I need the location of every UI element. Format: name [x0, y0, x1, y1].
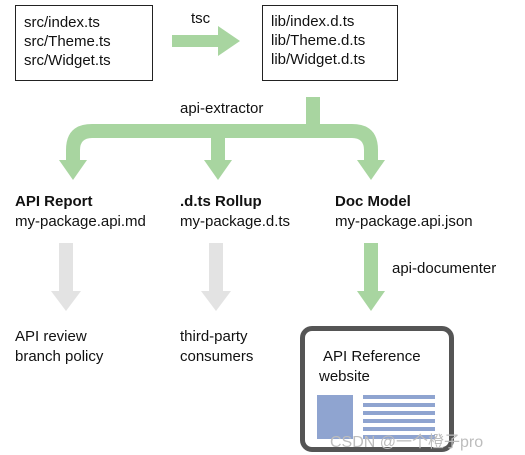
csdn-watermark: CSDN @一个橙子pro: [330, 434, 484, 451]
source-file: src/Widget.ts: [24, 52, 111, 69]
artifact-title: .d.ts Rollup: [180, 193, 262, 210]
consumer-line: branch policy: [15, 348, 104, 365]
consumer-line: consumers: [180, 348, 254, 365]
dts-rollup-grey-head: [201, 291, 231, 311]
source-file: src/index.ts: [24, 14, 100, 31]
api-documenter-head: [357, 291, 385, 311]
source-files-box: src/index.ts src/Theme.ts src/Widget.ts: [15, 5, 153, 81]
artifact-doc-model: Doc Model my-package.api.json: [335, 192, 473, 232]
doc-text-line: [363, 395, 435, 399]
output-file: lib/index.d.ts: [271, 13, 355, 30]
artifact-file: my-package.api.json: [335, 213, 473, 230]
consumer-third-party: third-party consumers: [180, 327, 253, 367]
source-file: src/Theme.ts: [24, 33, 111, 50]
arrowhead-dts-rollup: [204, 160, 232, 180]
arrowhead-api-report: [59, 160, 87, 180]
doc-sidebar-block: [317, 395, 353, 439]
artifact-dts-rollup: .d.ts Rollup my-package.d.ts: [180, 192, 290, 232]
dts-rollup-grey-stem: [209, 243, 223, 291]
api-extractor-branch-bar: [66, 124, 378, 160]
api-reference-website: API Reference website: [300, 326, 454, 452]
tsc-label: tsc: [191, 10, 211, 27]
artifact-file: my-package.api.md: [15, 213, 146, 230]
doc-text-line: [363, 435, 435, 439]
website-title: API Reference: [323, 348, 421, 365]
output-file: lib/Widget.d.ts: [271, 51, 366, 68]
artifact-title: Doc Model: [335, 193, 411, 210]
doc-text-line: [363, 419, 435, 423]
doc-text-line: [363, 403, 435, 407]
website-subtitle: website: [319, 368, 370, 385]
artifact-file: my-package.d.ts: [180, 213, 291, 230]
output-files-box: lib/index.d.ts lib/Theme.d.ts lib/Widget…: [262, 5, 398, 81]
branch-middle-stem: [211, 131, 225, 161]
api-extractor-label: api-extractor: [180, 100, 264, 117]
api-documenter-label: api-documenter: [392, 260, 497, 277]
consumer-line: third-party: [180, 328, 248, 345]
api-report-grey-head: [51, 291, 81, 311]
doc-text-line: [363, 427, 435, 431]
api-report-grey-stem: [59, 243, 73, 291]
document-page-icon: [317, 395, 435, 439]
arrowhead-doc-model: [357, 160, 385, 180]
consumer-api-review: API review branch policy: [15, 327, 103, 367]
api-documenter-stem: [364, 243, 378, 291]
consumer-line: API review: [15, 328, 87, 345]
output-file: lib/Theme.d.ts: [271, 32, 366, 49]
tsc-arrow: [172, 26, 240, 56]
artifact-api-report: API Report my-package.api.md: [15, 192, 146, 232]
api-extractor-stem: [306, 97, 320, 131]
doc-text-line: [363, 411, 435, 415]
artifact-title: API Report: [15, 193, 93, 210]
